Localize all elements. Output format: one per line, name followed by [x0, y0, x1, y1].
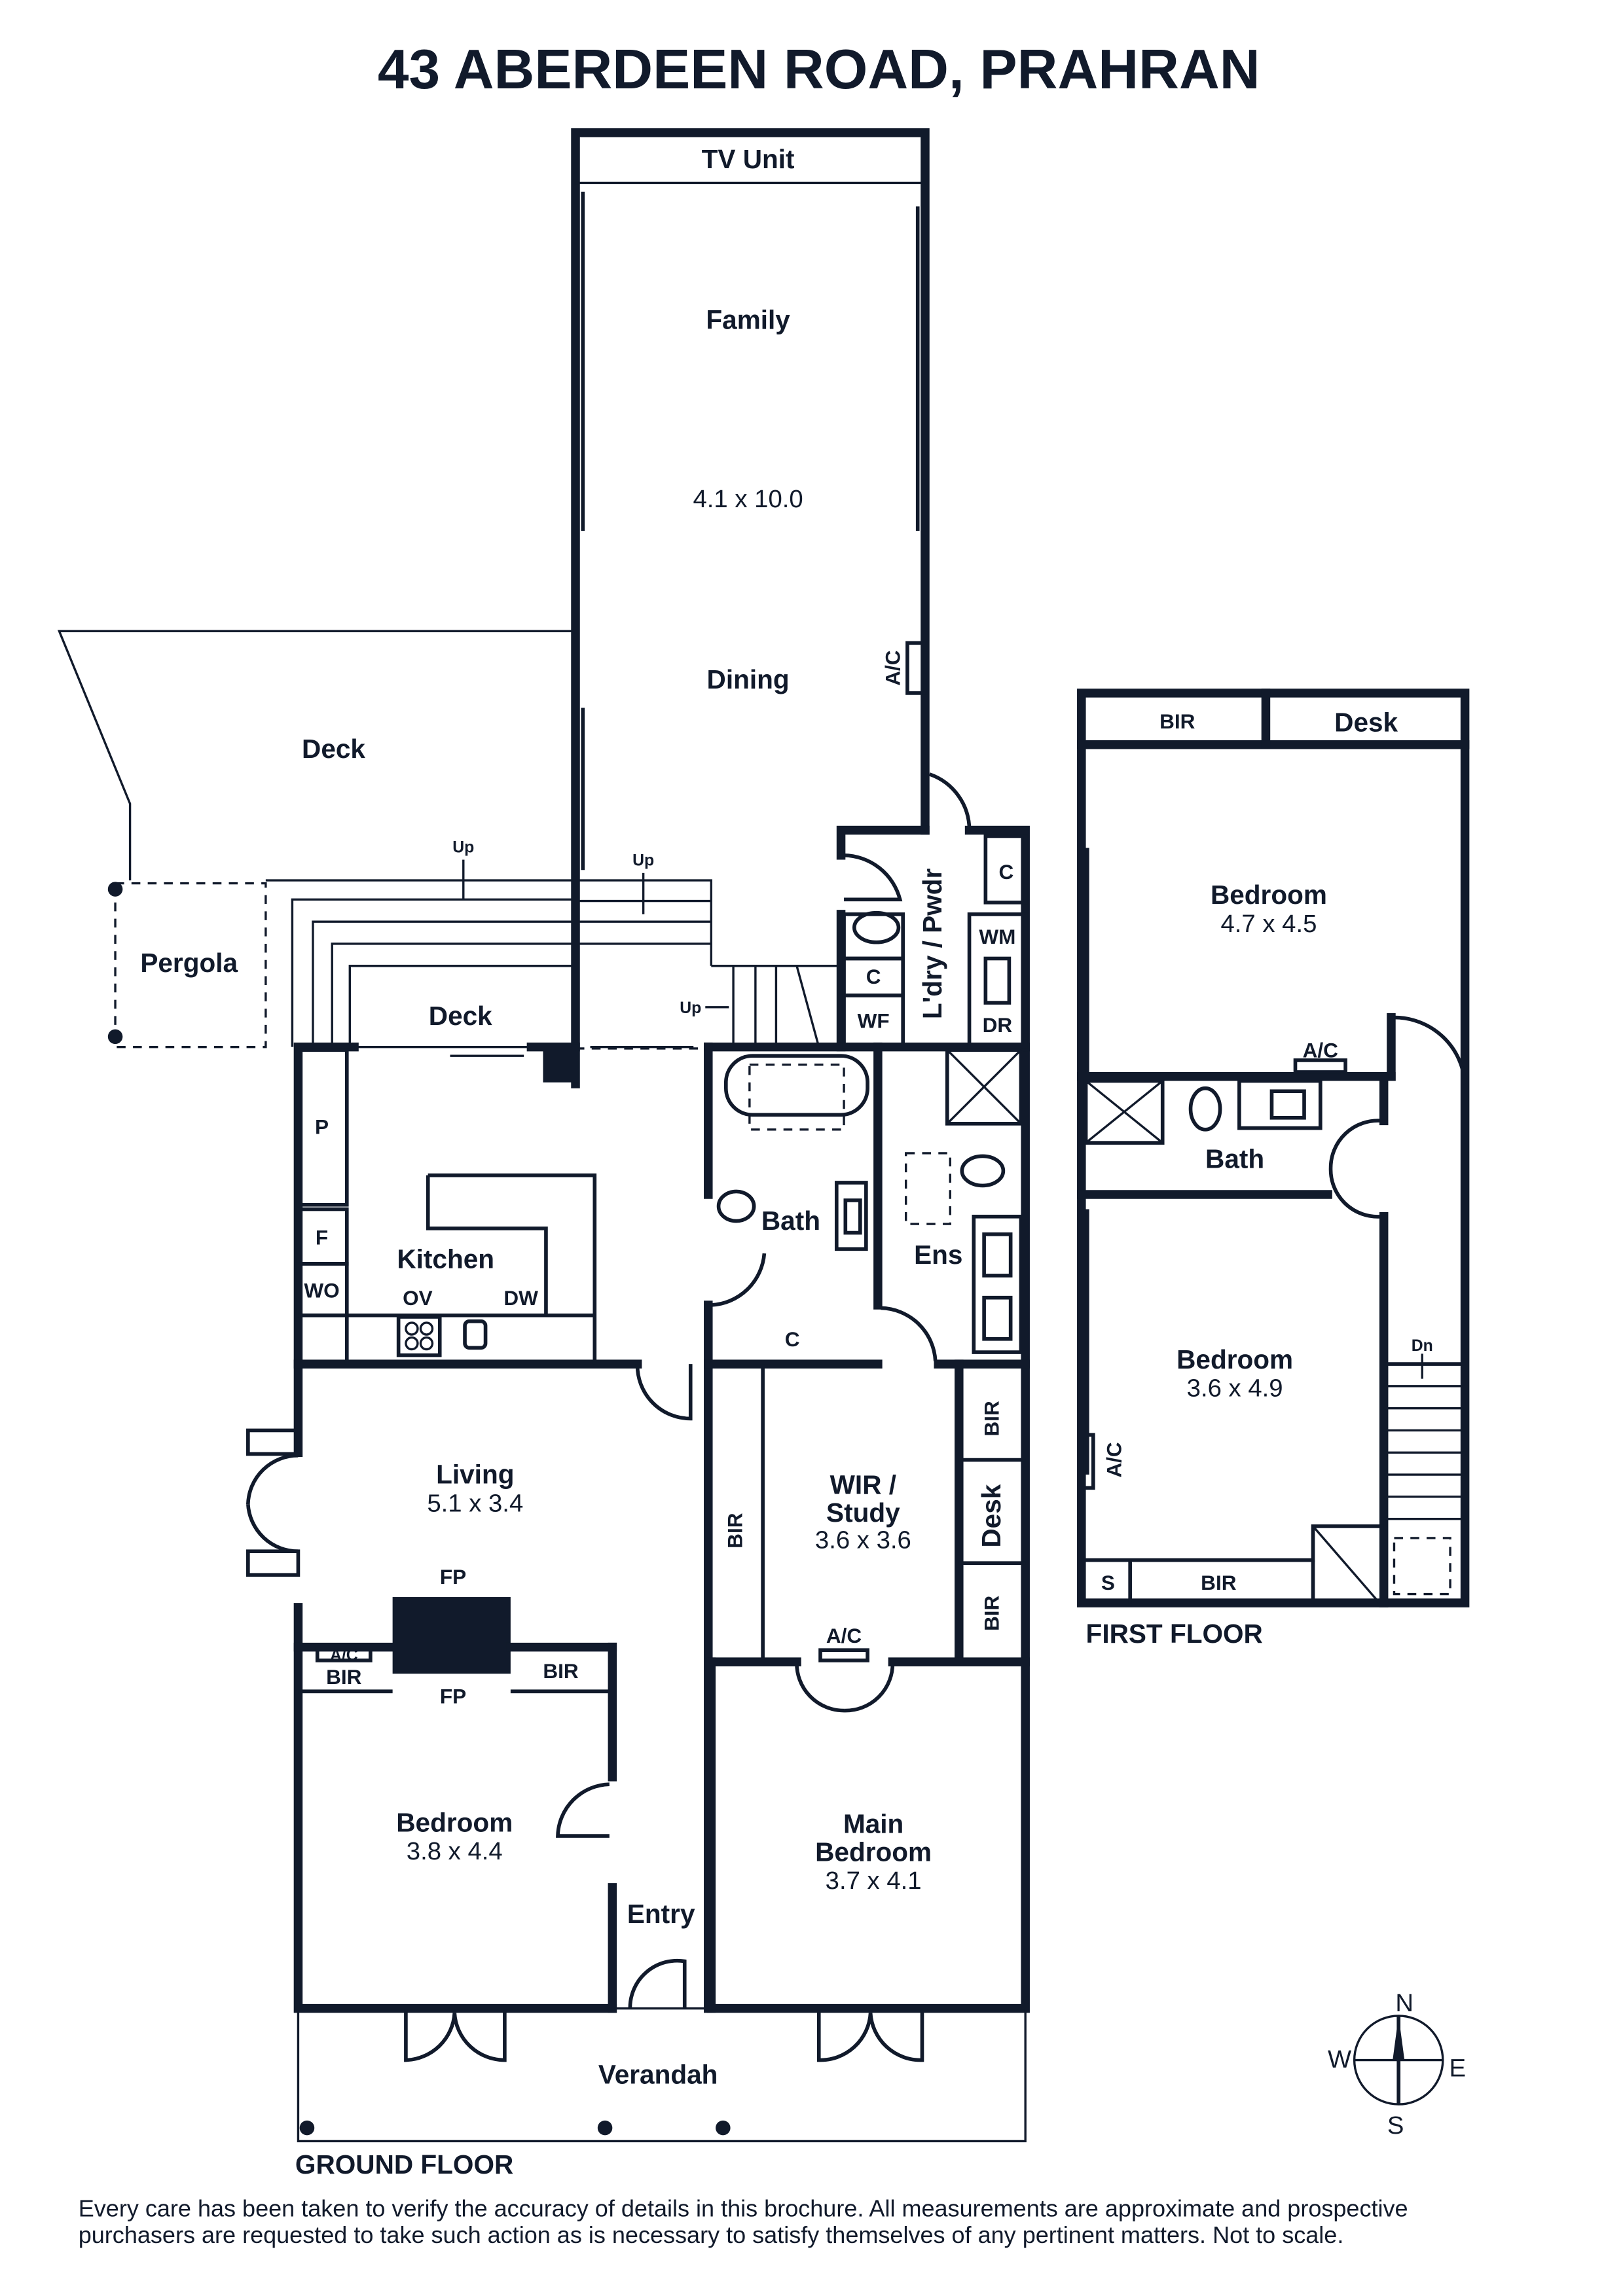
compass-n: N [1395, 1989, 1413, 2017]
ff-bir-label: BIR [1201, 1571, 1237, 1594]
room-label-main-bedroom: Bedroom [815, 1837, 932, 1867]
family-dimensions: 4.1 x 10.0 [693, 485, 803, 513]
bedroom-dimensions: 3.8 x 4.4 [407, 1837, 503, 1865]
up-label: Up [680, 999, 701, 1017]
room-label-kitchen: Kitchen [397, 1244, 494, 1274]
cupboard-label: C [866, 965, 881, 988]
compass-icon [1353, 2015, 1444, 2106]
wf-label: WF [858, 1009, 890, 1032]
page-title: 43 ABERDEEN ROAD, PRAHRAN [378, 38, 1260, 101]
ground-floor-walls [246, 128, 1030, 2143]
room-label-ff-bedroom-2: Bedroom [1176, 1344, 1293, 1374]
bir-label: BIR [543, 1659, 579, 1683]
compass-w: W [1328, 2045, 1352, 2073]
room-label-dining: Dining [707, 664, 790, 694]
main-bedroom-dimensions: 3.7 x 4.1 [826, 1867, 922, 1895]
ac-label: A/C [330, 1647, 358, 1664]
room-label-wir: WIR / [830, 1469, 896, 1499]
compass-s: S [1387, 2111, 1404, 2140]
room-label-bath: Bath [761, 1206, 820, 1236]
disclaimer-line-2: purchasers are requested to take such ac… [79, 2221, 1344, 2248]
room-label-family: Family [706, 304, 790, 334]
ff-bir-label: BIR [1159, 709, 1195, 733]
room-label-bedroom: Bedroom [396, 1807, 513, 1837]
room-label-deck-lower: Deck [429, 1001, 492, 1031]
cupboard-label: C [999, 860, 1014, 884]
outdoor-area [57, 630, 841, 1050]
fridge-label: F [316, 1226, 328, 1249]
ff-ac-label: A/C [1303, 1038, 1338, 1062]
room-label-entry: Entry [627, 1899, 695, 1929]
ff-ac-label: A/C [1103, 1442, 1126, 1477]
room-label-ff-bedroom-1: Bedroom [1211, 880, 1327, 910]
pantry-label: P [315, 1115, 329, 1139]
ff-s-label: S [1101, 1571, 1115, 1594]
ac-label: A/C [826, 1624, 862, 1647]
ff-desk-label: Desk [1334, 708, 1398, 738]
room-label-pergola: Pergola [140, 948, 238, 978]
ac-label: A/C [881, 650, 905, 685]
room-label-laundry: L'dry / Pwdr [917, 869, 947, 1020]
dishwasher-label: DW [503, 1286, 538, 1310]
ground-floor-label: GROUND FLOOR [295, 2149, 513, 2179]
compass-e: E [1450, 2054, 1467, 2082]
bir-label: BIR [980, 1595, 1004, 1631]
up-label: Up [452, 838, 474, 856]
wo-label: WO [304, 1279, 339, 1302]
dr-label: DR [983, 1013, 1013, 1037]
down-label: Dn [1412, 1337, 1433, 1355]
fireplace-label: FP [440, 1565, 466, 1588]
room-label-ff-bath: Bath [1205, 1143, 1264, 1174]
living-dimensions: 5.1 x 3.4 [427, 1489, 523, 1517]
tv-unit-label: TV Unit [702, 144, 795, 174]
room-label-study: Study [826, 1498, 900, 1528]
room-label-living: Living [436, 1460, 514, 1490]
bir-label: BIR [980, 1401, 1004, 1437]
desk-label: Desk [976, 1484, 1006, 1547]
room-label-main: Main [843, 1809, 903, 1839]
room-label-verandah: Verandah [598, 2060, 718, 2090]
first-floor-label: FIRST FLOOR [1086, 1619, 1263, 1649]
ff-bedroom-2-dimensions: 3.6 x 4.9 [1187, 1374, 1283, 1403]
ff-bedroom-1-dimensions: 4.7 x 4.5 [1220, 910, 1317, 938]
wir-dimensions: 3.6 x 3.6 [815, 1526, 911, 1554]
bir-label: BIR [723, 1513, 747, 1549]
cupboard-label: C [785, 1327, 800, 1351]
disclaimer-line-1: Every care has been taken to verify the … [79, 2195, 1408, 2221]
room-label-ens: Ens [914, 1240, 962, 1270]
oven-label: OV [403, 1286, 433, 1310]
wm-label: WM [979, 925, 1015, 948]
first-floor-walls [1077, 689, 1470, 1607]
room-label-deck: Deck [302, 734, 365, 764]
fireplace-label: FP [440, 1684, 466, 1708]
up-label: Up [632, 852, 654, 870]
bir-label: BIR [326, 1665, 362, 1689]
